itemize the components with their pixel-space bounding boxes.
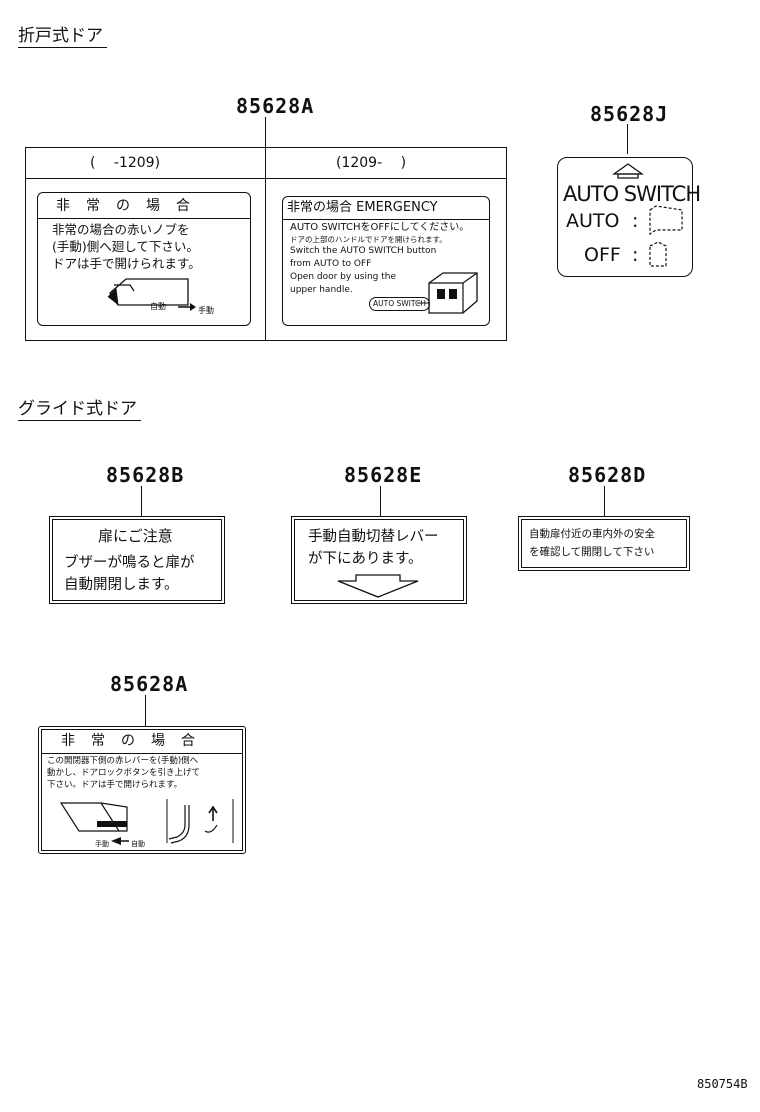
text-line: from AUTO to OFF bbox=[290, 259, 372, 269]
down-arrow-icon bbox=[337, 574, 419, 598]
knob-illustration bbox=[107, 278, 196, 311]
label-85628b-door-caution: 扉にご注意 ブザーが鳴ると扉が 自動開閉します。 bbox=[49, 516, 225, 604]
text-line: ドアの上部のハンドルでドアを開けられます。 bbox=[290, 235, 447, 244]
column-header-right: (1209- ) bbox=[336, 155, 407, 171]
fig-label-manual: 手動 bbox=[198, 306, 214, 315]
part-number-85628j: 85628J bbox=[590, 102, 669, 126]
caution-title: 扉にご注意 bbox=[98, 527, 173, 545]
fig-label-auto: 自動 bbox=[131, 840, 145, 848]
auto-switch-title: AUTO SWITCH bbox=[563, 182, 701, 206]
inner-border bbox=[52, 519, 222, 601]
label-85628a-variants-frame: ( -1209) (1209- ) 非 常 の 場 合 非常の場合の赤いノブを … bbox=[25, 147, 507, 341]
caution-text: 自動開閉します。 bbox=[64, 577, 179, 593]
part-number-85628b: 85628B bbox=[106, 463, 185, 487]
sticker-title: 非 常 の 場 合 bbox=[61, 733, 196, 749]
title-underline bbox=[38, 218, 250, 219]
text-line: Switch the AUTO SWITCH button bbox=[290, 246, 437, 256]
part-number-85628a-bottom: 85628A bbox=[110, 672, 189, 696]
lever-illustration bbox=[59, 799, 234, 845]
text-line: 動かし、ドアロックボタンを引き上げて bbox=[47, 768, 201, 778]
column-divider bbox=[265, 148, 266, 340]
fig-label-auto: 自動 bbox=[150, 302, 166, 311]
colon: : bbox=[632, 244, 639, 266]
header-divider bbox=[26, 178, 506, 179]
title-underline bbox=[283, 219, 489, 220]
text-line: この開閉器下側の赤レバーを(手動)側へ bbox=[47, 756, 199, 766]
section-title-glide-door: グライド式ドア bbox=[18, 399, 141, 421]
fig-label-manual: 手動 bbox=[95, 840, 109, 848]
label-85628a-emergency-glide: 非 常 の 場 合 この開閉器下側の赤レバーを(手動)側へ 動かし、ドアロックボ… bbox=[38, 726, 246, 854]
leader-line bbox=[145, 695, 147, 726]
sticker-title: 非常の場合 EMERGENCY bbox=[287, 200, 438, 215]
sticker-text: この開閉器下側の赤レバーを(手動)側へ 動かし、ドアロックボタンを引き上げて 下… bbox=[47, 755, 200, 791]
lever-text: が下にあります。 bbox=[308, 551, 423, 567]
leader-line bbox=[380, 486, 382, 516]
inner-border bbox=[521, 519, 687, 568]
part-number-85628e: 85628E bbox=[344, 463, 423, 487]
switch-box-illustration bbox=[417, 272, 478, 314]
sticker-emergency-jp: 非 常 の 場 合 非常の場合の赤いノブを (手動)側へ廻して下さい。 ドアは手… bbox=[37, 192, 251, 326]
text-line: ドアは手で開けられます。 bbox=[52, 256, 201, 271]
label-85628d-safety-check: 自動扉付近の車内外の安全 を確認して開閉して下さい bbox=[518, 516, 690, 571]
switch-position-icons bbox=[649, 205, 683, 267]
leader-line bbox=[141, 486, 143, 516]
part-number-85628a-top: 85628A bbox=[236, 94, 315, 118]
leader-line bbox=[265, 117, 267, 147]
title-underline bbox=[41, 753, 242, 754]
text-line: (手動)側へ廻して下さい。 bbox=[52, 239, 199, 254]
leader-line bbox=[604, 486, 606, 516]
column-header-left: ( -1209) bbox=[90, 155, 161, 171]
sticker-text: AUTO SWITCHをOFFにしてください。 ドアの上部のハンドルでドアを開け… bbox=[290, 221, 469, 297]
safety-text: 自動扉付近の車内外の安全 bbox=[529, 528, 655, 540]
sticker-text: 非常の場合の赤いノブを (手動)側へ廻して下さい。 ドアは手で開けられます。 bbox=[52, 221, 201, 272]
caution-text: ブザーが鳴ると扉が bbox=[64, 555, 195, 571]
text-line: upper handle. bbox=[290, 285, 353, 295]
lever-text: 手動自動切替レバー bbox=[308, 529, 439, 545]
mode-auto-label: AUTO bbox=[566, 210, 620, 232]
sticker-title: 非 常 の 場 合 bbox=[56, 198, 191, 214]
figure-code: 850754B bbox=[697, 1077, 748, 1091]
inner-border bbox=[294, 519, 464, 601]
text-line: 非常の場合の赤いノブを bbox=[52, 222, 190, 237]
part-number-85628d: 85628D bbox=[568, 463, 647, 487]
label-85628j-auto-switch: AUTO SWITCH AUTO : OFF : bbox=[557, 157, 701, 277]
section-title-folding-door: 折戸式ドア bbox=[18, 26, 107, 48]
text-line: Open door by using the bbox=[290, 272, 397, 282]
safety-text: を確認して開閉して下さい bbox=[529, 546, 655, 558]
text-line: 下さい。ドアは手で開けられます。 bbox=[47, 780, 183, 790]
sticker-emergency-bilingual: 非常の場合 EMERGENCY AUTO SWITCHをOFFにしてください。 … bbox=[282, 196, 490, 326]
mode-off-label: OFF bbox=[584, 244, 621, 266]
up-arrow-icon bbox=[611, 163, 645, 179]
leader-line bbox=[627, 124, 629, 154]
text-line: AUTO SWITCHをOFFにしてください。 bbox=[290, 222, 470, 233]
label-85628e-lever-location: 手動自動切替レバー が下にあります。 bbox=[291, 516, 467, 604]
inner-border bbox=[41, 729, 243, 851]
colon: : bbox=[632, 210, 639, 232]
